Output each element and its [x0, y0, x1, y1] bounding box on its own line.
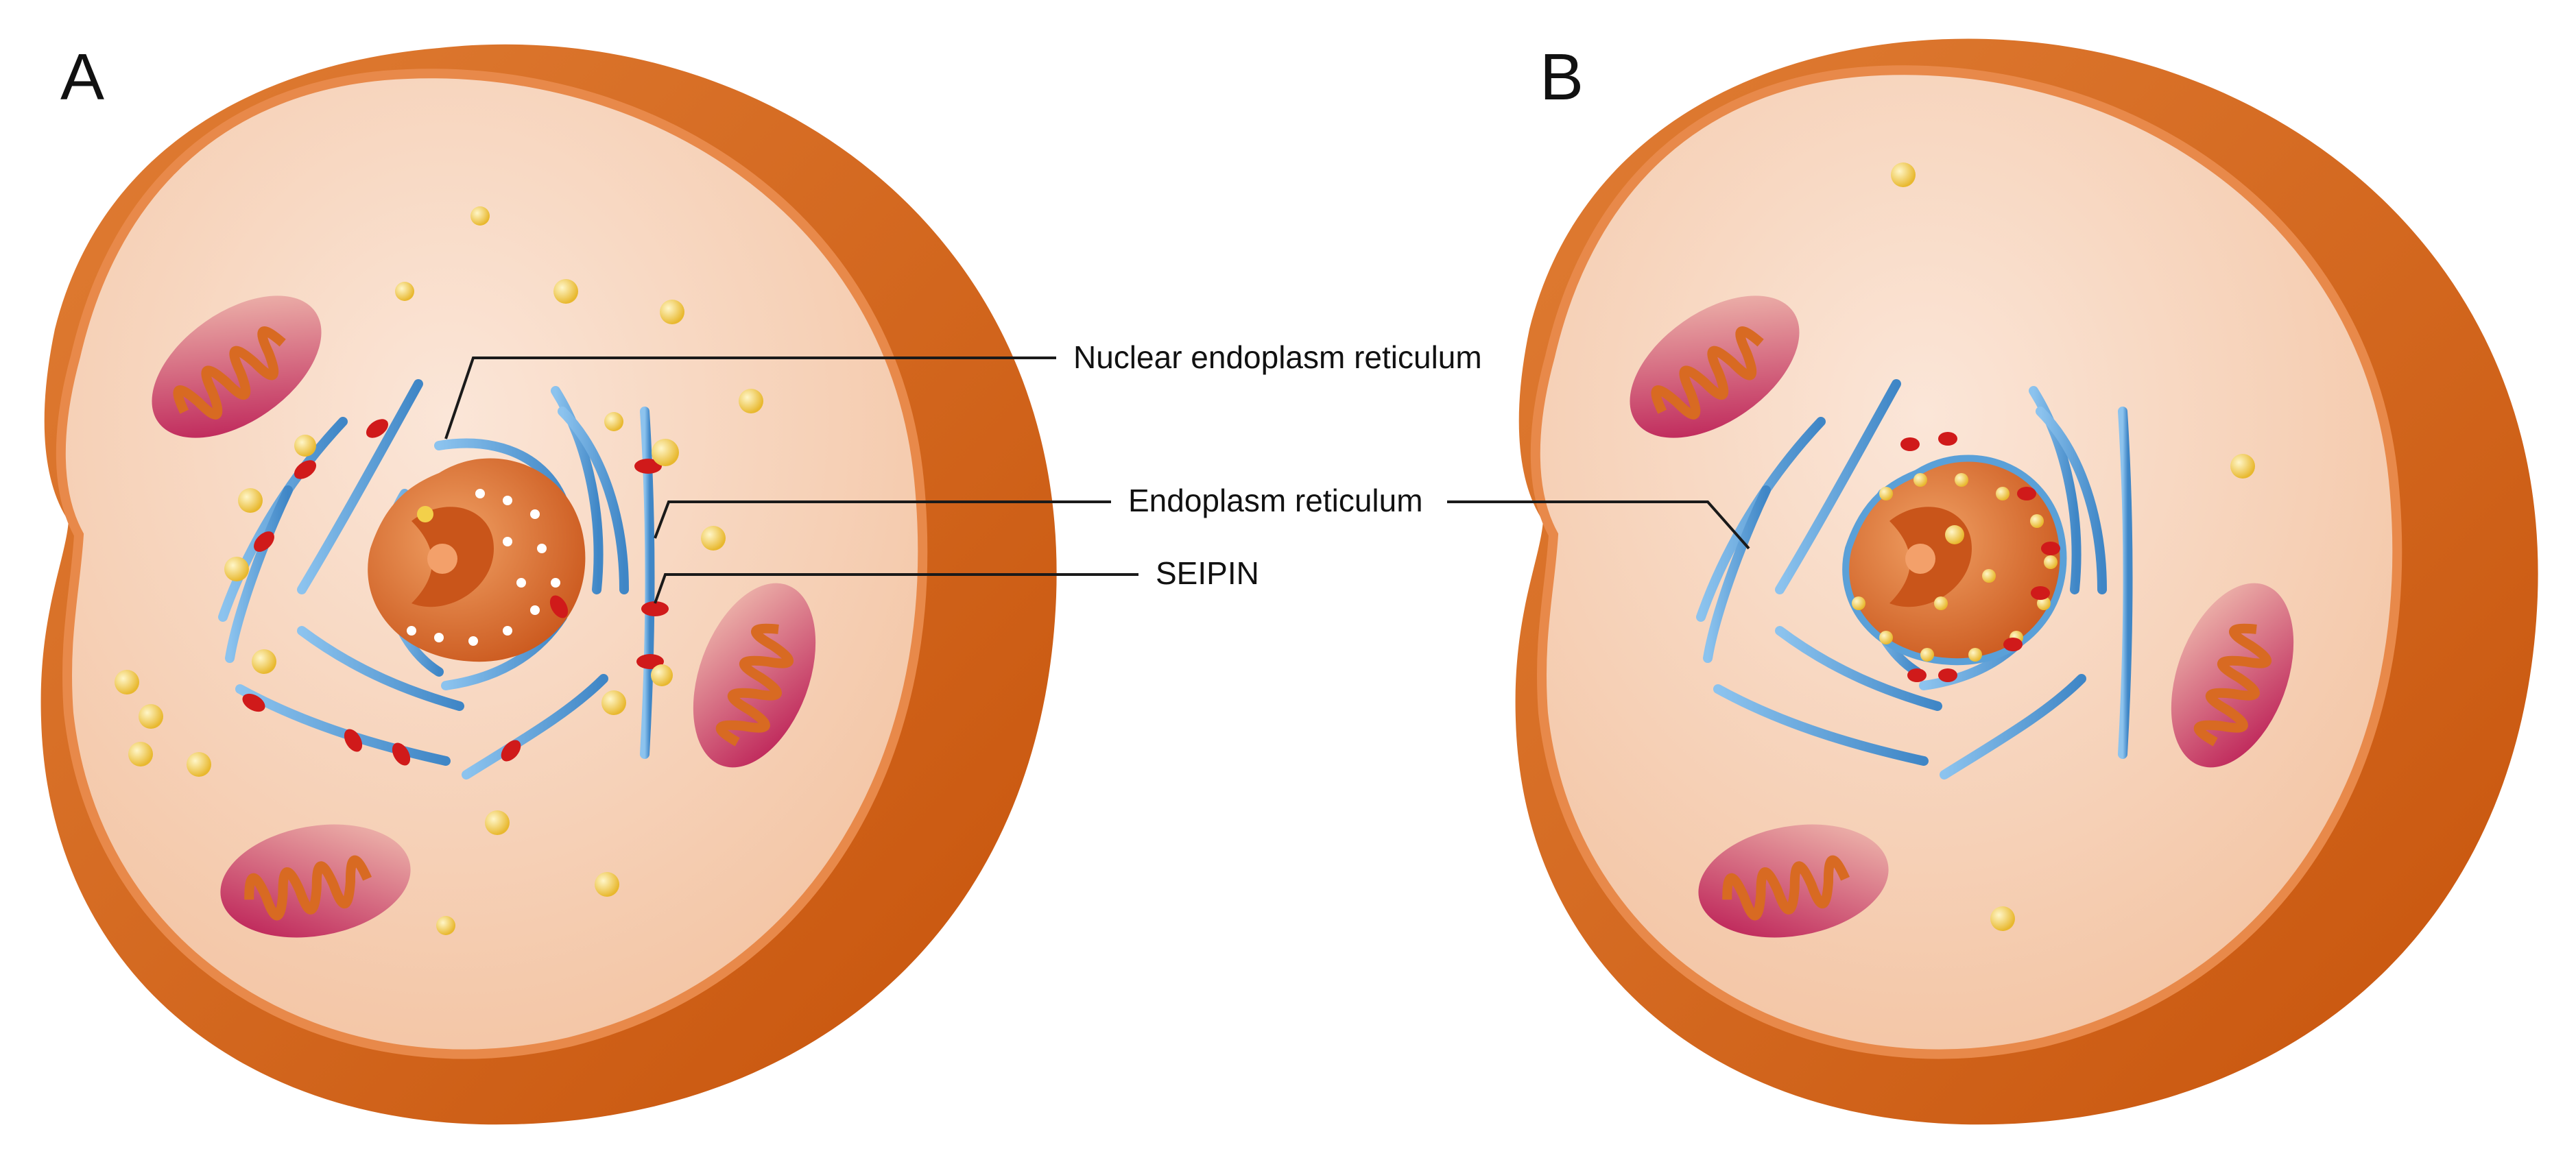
- leader-er-b: [1447, 500, 1750, 550]
- leader-nuclear-er: [444, 357, 1056, 439]
- lipid-droplet-icon: [1891, 162, 2255, 931]
- label-nuclear-er: Nuclear endoplasm reticulum: [1073, 339, 1482, 375]
- mitochondrion-icon: [693, 583, 816, 768]
- cell-b: [1515, 38, 2538, 1125]
- label-seipin: SEIPIN: [1156, 555, 1259, 591]
- leader-seipin: [654, 573, 1138, 604]
- leader-lines: [444, 357, 1750, 604]
- seipin-marker-icon: [1900, 432, 2060, 682]
- nucleus-icon: [368, 458, 586, 662]
- mitochondrion-icon: [1698, 824, 1889, 938]
- mitochondrion-icon: [2171, 583, 2294, 768]
- mitochondrion-icon: [220, 824, 411, 938]
- leader-er-a: [654, 500, 1111, 539]
- panel-letter-a: A: [60, 40, 104, 114]
- panel-letter-b: B: [1540, 40, 1584, 114]
- seipin-marker-icon: [242, 419, 669, 766]
- mitochondrion-icon: [1630, 295, 1800, 438]
- nucleus-icon: [1842, 455, 2067, 666]
- mitochondrion-icon: [152, 295, 322, 438]
- cell-a: [40, 44, 1057, 1125]
- lipid-droplet-icon: [115, 206, 763, 935]
- label-er: Endoplasm reticulum: [1128, 483, 1423, 518]
